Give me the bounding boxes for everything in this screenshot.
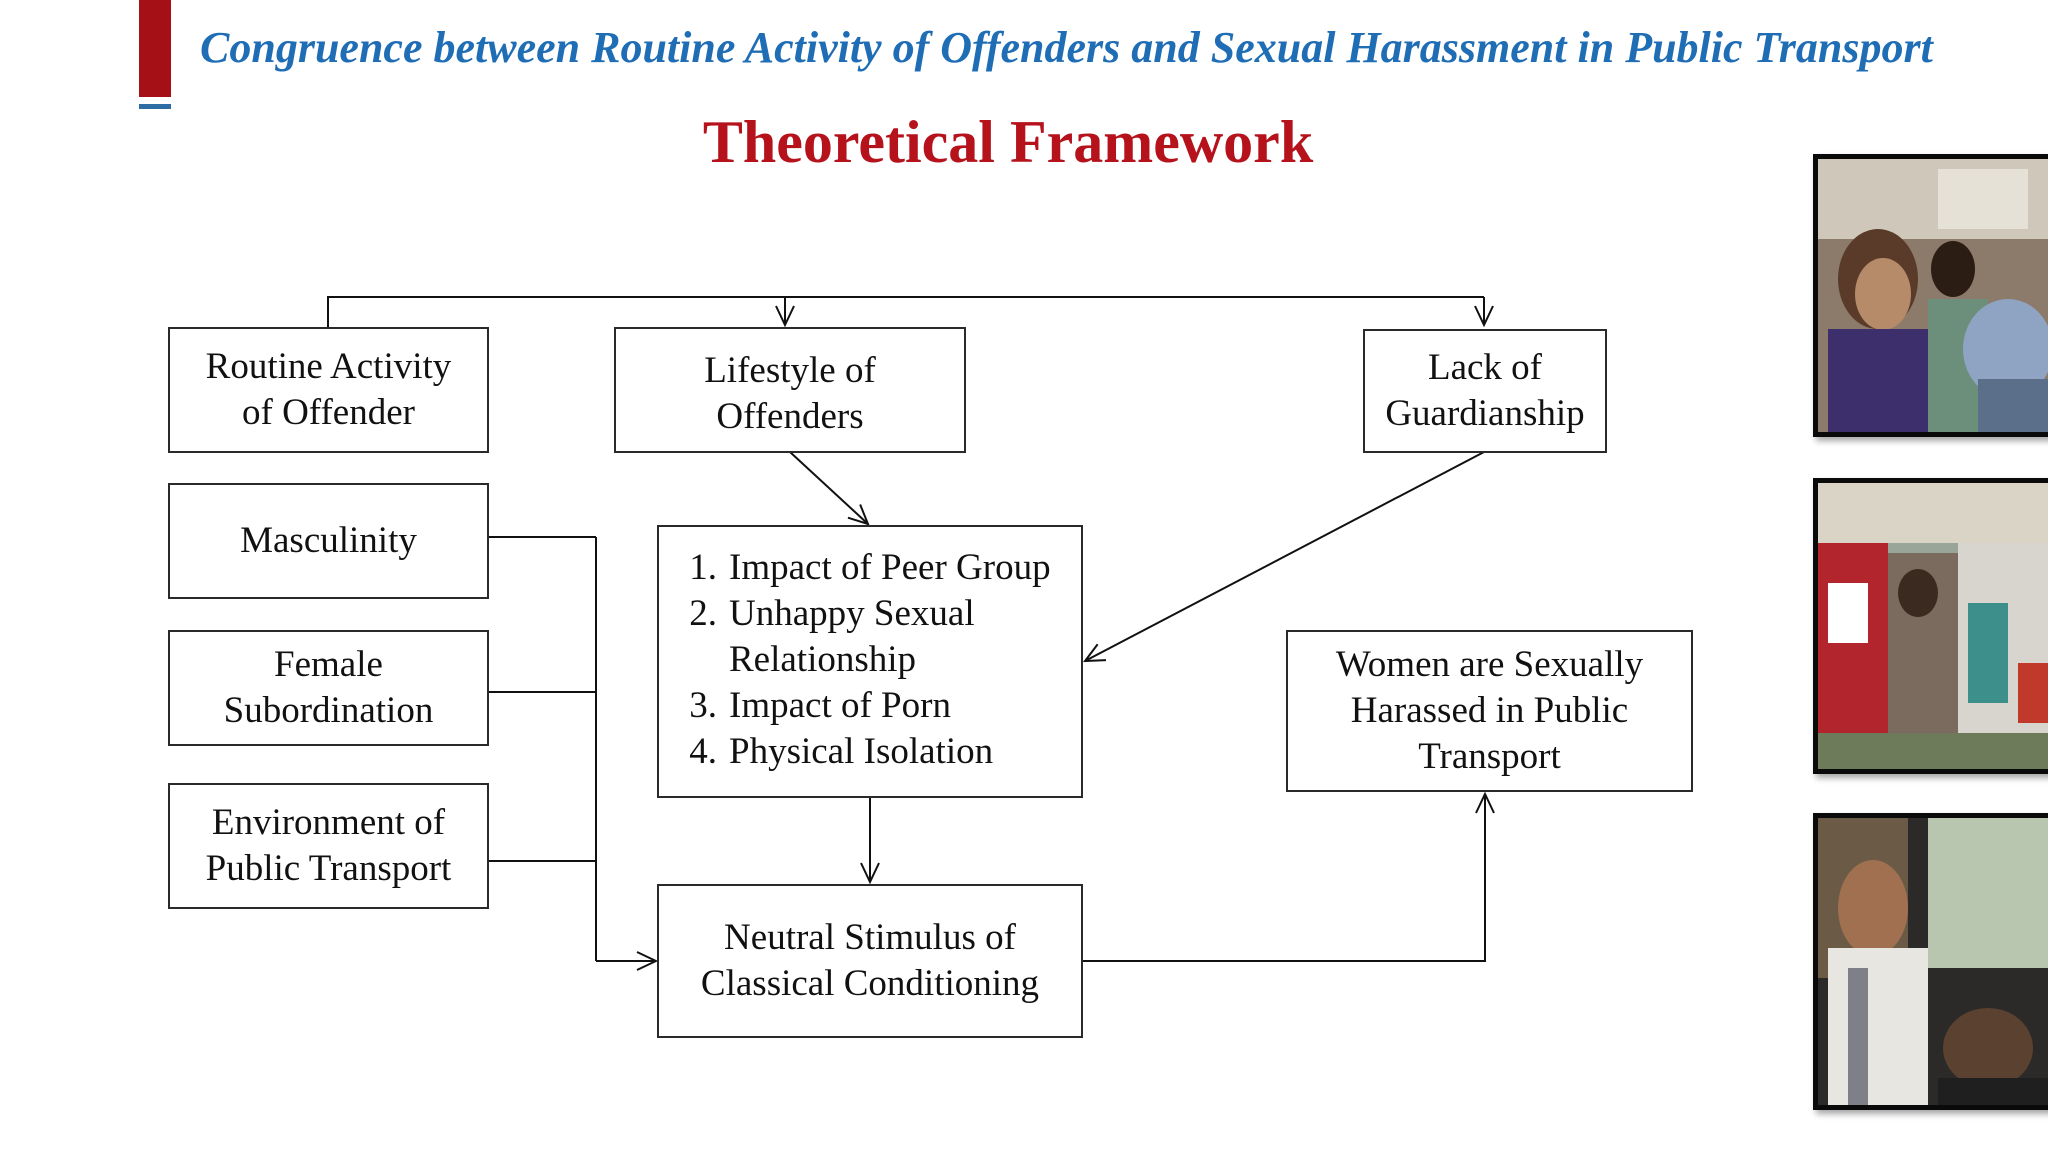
outcome-line2: Harassed in Public xyxy=(1350,690,1629,731)
female-subordination-line1: Female xyxy=(274,644,383,685)
environment-line1: Environment of xyxy=(211,802,446,843)
guardianship-line2: Guardianship xyxy=(1385,393,1585,434)
environment-box: Environment of Public Transport xyxy=(168,783,489,909)
bus-crowd-photo xyxy=(1813,154,2048,437)
bus-stop-photo xyxy=(1813,478,2048,774)
routine-activity-line2: of Offender xyxy=(242,392,415,433)
arrow-guardianship-to-factors xyxy=(1085,451,1485,661)
factor-number: 4. xyxy=(689,731,717,772)
factor-item: 4. Physical Isolation xyxy=(659,729,1081,775)
lifestyle-box: Lifestyle of Offenders xyxy=(614,327,966,453)
slide-title: Theoretical Framework xyxy=(702,109,1314,175)
factor-number: 1. xyxy=(689,547,717,588)
accent-underline xyxy=(139,104,171,109)
lifestyle-line1: Lifestyle of xyxy=(704,350,876,391)
bus-passenger-photo xyxy=(1813,813,2048,1110)
neutral-stimulus-box: Neutral Stimulus of Classical Conditionin… xyxy=(657,884,1083,1038)
connector-top-bar xyxy=(327,296,1484,327)
guardianship-box: Lack of Guardianship xyxy=(1363,329,1607,453)
neutral-stimulus-line2: Classical Conditioning xyxy=(700,963,1040,1004)
female-subordination-line2: Subordination xyxy=(223,690,434,731)
guardianship-line1: Lack of xyxy=(1427,347,1542,388)
factor-number: 3. xyxy=(689,685,717,726)
connector-stimulus-to-outcome xyxy=(1082,794,1485,962)
factor-number: 2. xyxy=(689,593,717,634)
factors-list-box: 1. Impact of Peer Group 2. Unhappy Sexual … xyxy=(657,525,1083,798)
environment-line2: Public Transport xyxy=(205,848,452,889)
masculinity-label: Masculinity xyxy=(240,520,417,561)
factor-item: 1. Impact of Peer Group xyxy=(659,545,1081,591)
factor-item: 3. Impact of Porn xyxy=(659,683,1081,729)
outcome-line1: Women are Sexually xyxy=(1335,644,1644,685)
factor-text: Physical Isolation xyxy=(729,731,994,772)
routine-activity-box: Routine Activity of Offender xyxy=(168,327,489,453)
neutral-stimulus-line1: Neutral Stimulus of xyxy=(724,917,1016,958)
masculinity-box: Masculinity xyxy=(168,483,489,599)
header-title: Congruence between Routine Activity of O… xyxy=(200,23,1933,72)
routine-activity-line1: Routine Activity xyxy=(205,346,452,387)
factor-text: Impact of Peer Group xyxy=(729,547,1051,588)
factor-text: Impact of Porn xyxy=(729,685,951,726)
factor-text: Unhappy Sexual Relationship xyxy=(729,593,975,680)
outcome-line3: Transport xyxy=(1418,736,1561,777)
lifestyle-line2: Offenders xyxy=(716,396,864,437)
factor-item: 2. Unhappy Sexual Relationship xyxy=(659,591,1081,683)
arrow-lifestyle-to-factors xyxy=(789,451,868,524)
accent-bar xyxy=(139,0,171,97)
